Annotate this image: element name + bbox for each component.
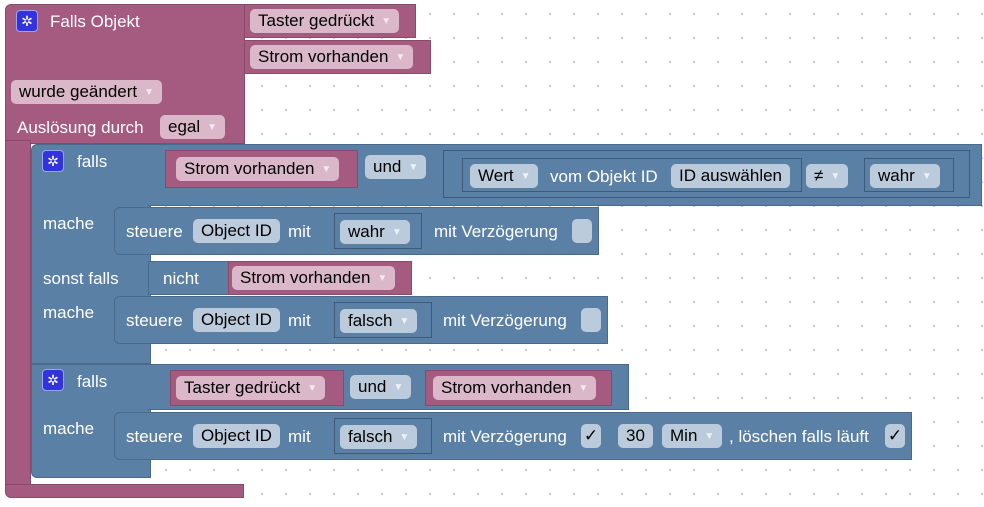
condition-dropdown[interactable]: wurde geändert▼ <box>11 80 163 104</box>
property-dropdown[interactable]: Wert▼ <box>470 164 539 188</box>
control-label: steuere <box>126 222 183 241</box>
delay-unit-dropdown[interactable]: Min▼ <box>662 424 723 448</box>
mache-label: mache <box>43 419 95 438</box>
object-dropdown-strom[interactable]: Strom vorhanden▼ <box>433 376 597 400</box>
chevron-down-icon: ▼ <box>381 16 392 27</box>
with-label: mit <box>288 222 311 241</box>
value-dropdown[interactable]: falsch▼ <box>340 309 418 333</box>
trigger-block-bottom <box>5 484 244 498</box>
bool-block[interactable] <box>864 158 954 192</box>
delay-checkbox[interactable]: ✓ <box>581 424 601 448</box>
control-label: steuere <box>126 427 183 446</box>
value-socket[interactable] <box>334 302 432 338</box>
delay-label: mit Verzögerung <box>434 222 558 241</box>
chevron-down-icon: ▼ <box>704 431 715 442</box>
select-id-button[interactable]: ID auswählen <box>671 164 791 188</box>
trigger-label: Auslösung durch <box>17 118 144 137</box>
value-dropdown[interactable]: falsch▼ <box>340 425 418 449</box>
falls-label: falls <box>77 152 108 171</box>
delay-amount-field[interactable]: 30 <box>618 424 653 448</box>
chevron-down-icon: ▼ <box>399 316 410 327</box>
chevron-down-icon: ▼ <box>391 227 402 238</box>
chevron-down-icon: ▼ <box>393 382 404 393</box>
delay-checkbox[interactable] <box>572 219 592 243</box>
clear-running-label: , löschen falls läuft <box>729 427 869 446</box>
chevron-down-icon: ▼ <box>830 171 841 182</box>
object-dropdown-strom[interactable]: Strom vorhanden▼ <box>250 45 414 69</box>
not-label: nicht <box>163 269 199 288</box>
object-dropdown-taster[interactable]: Taster gedrückt▼ <box>250 9 400 33</box>
chevron-down-icon: ▼ <box>921 171 932 182</box>
trigger-title: Falls Objekt <box>50 12 140 31</box>
value-dropdown[interactable]: wahr▼ <box>340 220 410 244</box>
chevron-down-icon: ▼ <box>408 162 419 173</box>
chevron-down-icon: ▼ <box>377 273 388 284</box>
clear-running-checkbox[interactable]: ✓ <box>885 424 905 448</box>
value-socket[interactable] <box>334 418 432 454</box>
gear-icon[interactable]: ✲ <box>42 369 64 391</box>
chevron-down-icon: ▼ <box>395 52 406 63</box>
mache-label: mache <box>43 303 95 322</box>
object-id-field[interactable]: Object ID <box>193 219 280 243</box>
trigger-dropdown[interactable]: egal▼ <box>160 115 226 139</box>
value-block[interactable] <box>462 158 802 192</box>
chevron-down-icon: ▼ <box>307 383 318 394</box>
control-label: steuere <box>126 311 183 330</box>
object-id-field[interactable]: Object ID <box>193 308 280 332</box>
object-dropdown-strom[interactable]: Strom vorhanden▼ <box>232 266 396 290</box>
chevron-down-icon: ▼ <box>321 164 332 175</box>
chevron-down-icon: ▼ <box>578 383 589 394</box>
object-dropdown-taster[interactable]: Taster gedrückt▼ <box>176 376 326 400</box>
value-socket[interactable] <box>334 213 422 249</box>
delay-label: mit Verzögerung <box>443 427 567 446</box>
chevron-down-icon: ▼ <box>207 122 218 133</box>
trigger-block-spine <box>5 140 31 490</box>
object-dropdown-strom[interactable]: Strom vorhanden▼ <box>176 157 340 181</box>
bool-dropdown[interactable]: wahr▼ <box>870 164 940 188</box>
gear-icon[interactable]: ✲ <box>42 150 64 172</box>
with-label: mit <box>288 427 311 446</box>
comparator-dropdown[interactable]: ≠▼ <box>806 164 849 188</box>
chevron-down-icon: ▼ <box>144 87 155 98</box>
compare-block[interactable] <box>443 150 970 198</box>
mache-label: mache <box>43 214 95 233</box>
delay-checkbox[interactable] <box>581 308 601 332</box>
sonst-falls-label: sonst falls <box>43 269 119 288</box>
object-id-field[interactable]: Object ID <box>193 424 280 448</box>
chevron-down-icon: ▼ <box>399 432 410 443</box>
gear-icon[interactable]: ✲ <box>16 10 38 32</box>
from-object-label: vom Objekt ID <box>550 167 658 186</box>
with-label: mit <box>288 311 311 330</box>
chevron-down-icon: ▼ <box>520 171 531 182</box>
delay-label: mit Verzögerung <box>443 311 567 330</box>
operator-dropdown[interactable]: und▼ <box>350 375 412 399</box>
falls-label: falls <box>77 372 108 391</box>
operator-dropdown[interactable]: und▼ <box>365 155 427 179</box>
